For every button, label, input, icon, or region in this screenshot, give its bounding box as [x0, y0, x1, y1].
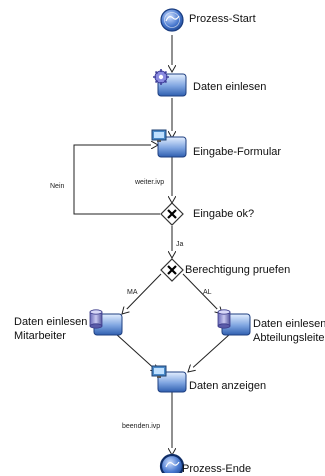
edge-label-al: AL [203, 289, 212, 296]
label-daten-anzeigen: Daten anzeigen [189, 380, 267, 392]
gateway-berechtigung[interactable] [160, 258, 184, 282]
start-event[interactable] [160, 8, 184, 32]
monitor-icon [151, 129, 167, 142]
x-gateway-icon [167, 209, 177, 219]
edge-label-weiter: weiter.ivp [135, 179, 165, 186]
label-prozess-ende: Prozess-Ende [182, 463, 252, 475]
task-daten-einlesen-mitarbeiter[interactable] [89, 309, 123, 336]
edge-label-nein: Nein [50, 183, 65, 190]
label-al-task-line2: Abteilungsleiter [253, 332, 325, 344]
start-event-icon [165, 15, 180, 22]
label-al-task-line1: Daten einlesen [253, 318, 325, 330]
edge-ma-show [115, 333, 158, 372]
label-ma-task-line2: Mitarbeiter [14, 330, 66, 342]
edge-ma [122, 273, 162, 314]
label-prozess-start: Prozess-Start [189, 13, 256, 25]
label-ma-task-line1: Daten einlesen [14, 316, 88, 328]
task-daten-anzeigen[interactable] [151, 365, 187, 393]
edge-al [182, 273, 222, 314]
monitor-icon [151, 365, 167, 378]
database-icon [217, 309, 231, 329]
database-icon [89, 309, 103, 329]
edge-al-show [188, 333, 231, 372]
gateway-eingabe-ok[interactable] [160, 202, 184, 226]
edge-label-ja: Ja [176, 241, 184, 248]
label-berechtigung-pruefen: Berechtigung pruefen [185, 264, 291, 276]
task-daten-einlesen-abteilungsleiter[interactable] [217, 309, 251, 336]
label-eingabe-ok: Eingabe ok? [193, 208, 255, 220]
gear-icon [153, 69, 169, 85]
edge-label-ma: MA [127, 289, 138, 296]
x-gateway-icon [167, 265, 177, 275]
task-daten-einlesen[interactable] [153, 69, 187, 97]
end-event-icon [165, 461, 180, 468]
edge-nein-loop [73, 145, 160, 215]
label-eingabe-formular: Eingabe-Formular [193, 146, 282, 158]
edge-label-beenden: beenden.ivp [122, 423, 161, 430]
end-event[interactable] [159, 453, 185, 473]
label-daten-einlesen: Daten einlesen [193, 81, 267, 93]
edges [73, 35, 231, 455]
task-eingabe-formular[interactable] [151, 129, 187, 158]
